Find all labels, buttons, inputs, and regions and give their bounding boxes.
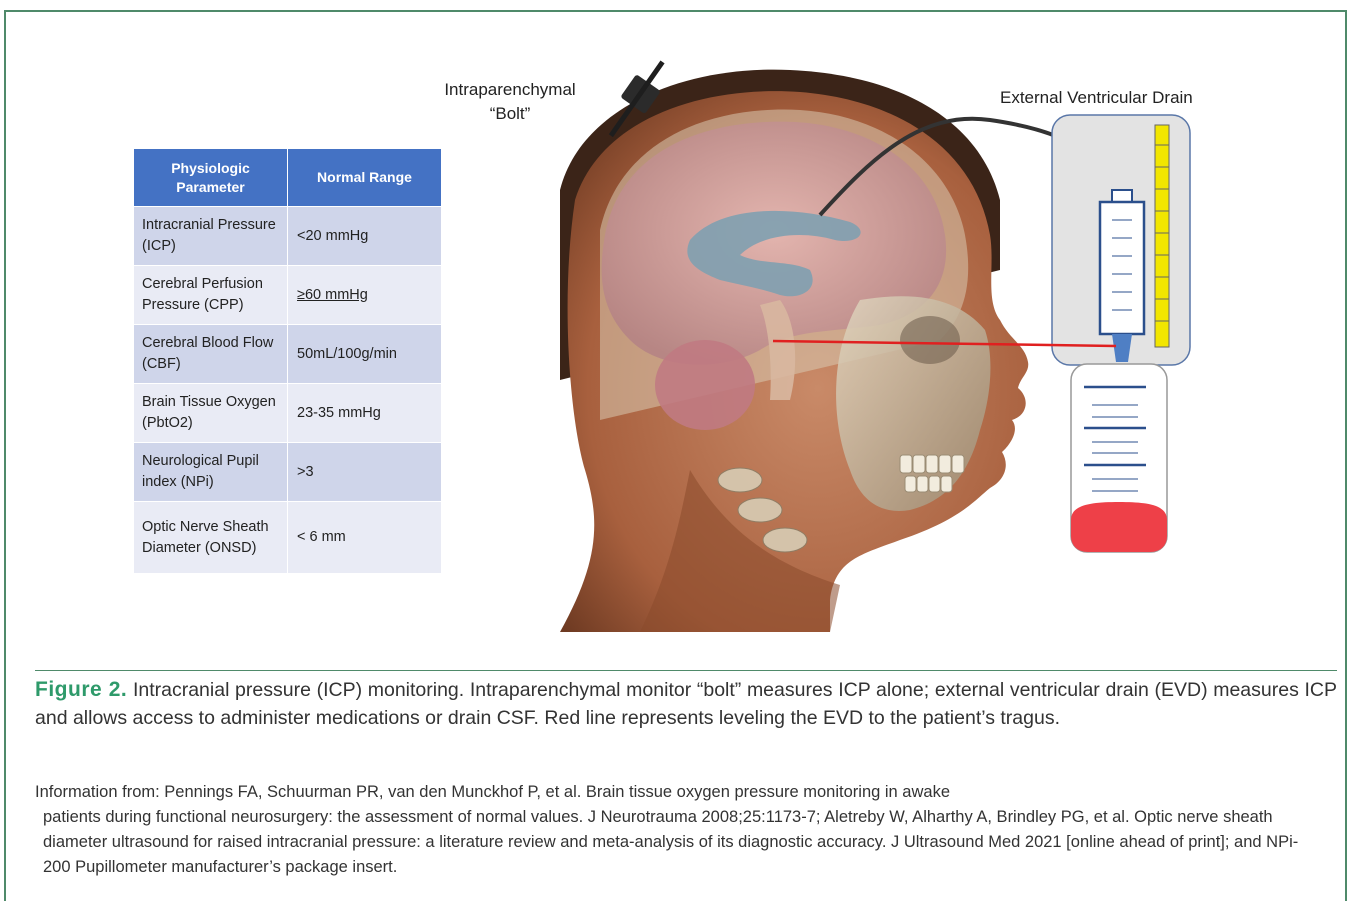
- parameter-cell: Intracranial Pressure (ICP): [134, 207, 288, 266]
- bolt-label: Intraparenchymal “Bolt”: [415, 78, 605, 126]
- table-row: Neurological Pupil index (NPi) >3: [134, 443, 442, 502]
- figure-caption: Figure 2. Intracranial pressure (ICP) mo…: [35, 676, 1337, 732]
- header-range: Normal Range: [288, 149, 442, 207]
- evd-chamber: [1100, 202, 1144, 334]
- figure-label: Figure 2.: [35, 678, 127, 701]
- cerebellum-shape: [655, 340, 755, 430]
- table-row: Cerebral Blood Flow (CBF) 50mL/100g/min: [134, 325, 442, 384]
- table-row: Optic Nerve Sheath Diameter (ONSD) < 6 m…: [134, 502, 442, 574]
- range-cell: 23-35 mmHg: [288, 384, 442, 443]
- header-parameter: Physiologic Parameter: [134, 149, 288, 207]
- parameter-cell: Cerebral Blood Flow (CBF): [134, 325, 288, 384]
- table-row: Cerebral Perfusion Pressure (CPP) ≥60 mm…: [134, 266, 442, 325]
- table-header-row: Physiologic Parameter Normal Range: [134, 149, 442, 207]
- caption-rule: [35, 670, 1337, 671]
- normal-range-table: Physiologic Parameter Normal Range Intra…: [133, 148, 442, 574]
- parameter-cell: Optic Nerve Sheath Diameter (ONSD): [134, 502, 288, 574]
- evd-label: External Ventricular Drain: [1000, 88, 1193, 108]
- parameter-cell: Cerebral Perfusion Pressure (CPP): [134, 266, 288, 325]
- range-cell: >3: [288, 443, 442, 502]
- source-line1: Information from: Pennings FA, Schuurman…: [35, 780, 1315, 805]
- bolt-label-line2: “Bolt”: [415, 102, 605, 126]
- range-cell: 50mL/100g/min: [288, 325, 442, 384]
- range-cell: ≥60 mmHg: [288, 266, 442, 325]
- parameter-cell: Neurological Pupil index (NPi): [134, 443, 288, 502]
- source-rest: patients during functional neurosurgery:…: [35, 805, 1315, 880]
- table-row: Intracranial Pressure (ICP) <20 mmHg: [134, 207, 442, 266]
- drained-csf: [1071, 502, 1167, 552]
- caption-text: Intracranial pressure (ICP) monitoring. …: [35, 679, 1337, 729]
- evd-ruler: [1155, 125, 1169, 347]
- table-row: Brain Tissue Oxygen (PbtO2) 23-35 mmHg: [134, 384, 442, 443]
- icp-monitoring-illustration: [420, 50, 1220, 640]
- evd-chamber-cap: [1112, 190, 1132, 202]
- orbit-shape: [900, 316, 960, 364]
- range-cell: < 6 mm: [288, 502, 442, 574]
- range-cell-text: ≥60 mmHg: [297, 287, 368, 303]
- source-note: Information from: Pennings FA, Schuurman…: [35, 780, 1315, 880]
- range-cell: <20 mmHg: [288, 207, 442, 266]
- parameter-cell: Brain Tissue Oxygen (PbtO2): [134, 384, 288, 443]
- bolt-label-line1: Intraparenchymal: [415, 78, 605, 102]
